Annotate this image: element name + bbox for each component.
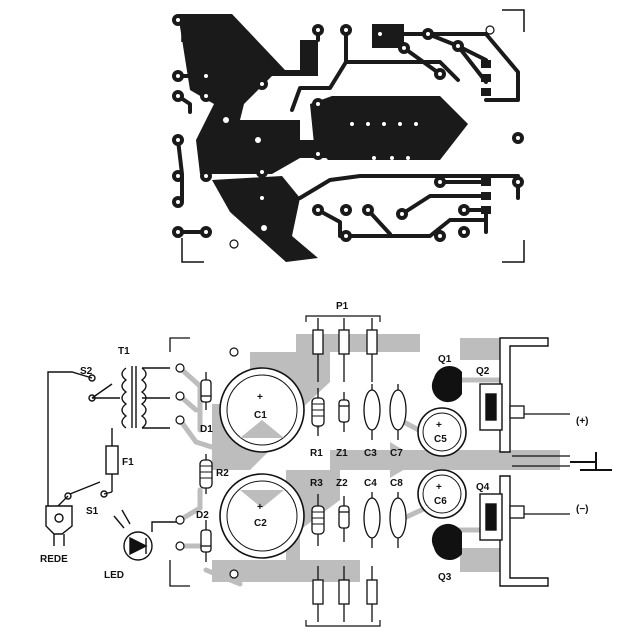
transistor-q3: [431, 523, 462, 561]
q3-label: Q3: [438, 572, 452, 583]
c5-plus: +: [436, 420, 442, 431]
c4-label: C4: [364, 478, 377, 489]
diodes: [199, 372, 213, 562]
s1-label: S1: [86, 506, 99, 517]
copper-area-lower: [212, 176, 318, 262]
p1-bracket-top: [305, 315, 381, 322]
negative-terminal: (−): [576, 504, 589, 515]
copper-holes: [223, 117, 418, 231]
p1-bracket-bottom: [305, 620, 381, 627]
s2-label: S2: [80, 366, 93, 377]
pcb-copper-layout: [172, 9, 525, 263]
component-holes: [175, 347, 239, 579]
copper-area-center: [310, 96, 468, 160]
mounting-holes: [229, 25, 495, 249]
c8-label: C8: [390, 478, 403, 489]
c2-plus: +: [257, 502, 263, 513]
ceramic-caps: [363, 384, 407, 548]
led: [113, 509, 180, 561]
r2-bands: [200, 465, 212, 479]
p1-label: P1: [336, 301, 349, 312]
c6-plus: +: [436, 482, 442, 493]
r3-label: R3: [310, 478, 323, 489]
d2-label: D2: [196, 510, 209, 521]
positive-terminal: (+): [576, 416, 589, 427]
copper-traces: [176, 28, 520, 238]
copper-area-main: [178, 14, 330, 174]
c1-label: C1: [254, 410, 267, 421]
f1-label: F1: [122, 457, 134, 468]
corner-mark: [502, 9, 525, 32]
c5-label: C5: [434, 434, 447, 445]
transformer-t1: [121, 366, 170, 429]
capacitor-c6: [417, 469, 467, 519]
resistor-bands: [312, 403, 324, 525]
capacitor-c2: [219, 473, 305, 559]
z2-label: Z2: [336, 478, 348, 489]
q1-label: Q1: [438, 354, 452, 365]
c3-label: C3: [364, 448, 377, 459]
zeners: [338, 392, 350, 542]
copper-pads: [172, 14, 524, 242]
resistors-r1-r3: [311, 388, 325, 546]
r2-label: R2: [216, 468, 229, 479]
transistor-q2: [479, 337, 549, 453]
c7-label: C7: [390, 448, 403, 459]
c6-label: C6: [434, 496, 447, 507]
p1-resistors-bottom: [312, 566, 378, 622]
corner-mark: [169, 337, 190, 352]
corner-mark: [502, 240, 525, 263]
c2-label: C2: [254, 518, 267, 529]
corner-mark: [169, 560, 190, 587]
q4-label: Q4: [476, 482, 490, 493]
transistor-pads: [481, 60, 491, 214]
rede-label: REDE: [40, 554, 68, 565]
capacitor-c1: [219, 367, 305, 453]
q2-label: Q2: [476, 366, 490, 377]
ground-symbol: [570, 452, 612, 471]
led-label: LED: [104, 570, 124, 581]
pcb-component-layout: P1 T1: [40, 301, 612, 627]
r1-label: R1: [310, 448, 323, 459]
capacitor-c5: [417, 407, 467, 457]
mains-plug: [45, 505, 73, 546]
transistor-q4: [479, 475, 549, 587]
transistor-q1: [431, 365, 462, 403]
p1-resistors-top: [312, 318, 378, 382]
corner-mark: [181, 238, 204, 263]
c1-plus: +: [257, 392, 263, 403]
t1-label: T1: [118, 346, 130, 357]
output-leads: [509, 405, 570, 519]
z1-label: Z1: [336, 448, 348, 459]
d1-label: D1: [200, 424, 213, 435]
fuse-f1: [105, 428, 119, 492]
